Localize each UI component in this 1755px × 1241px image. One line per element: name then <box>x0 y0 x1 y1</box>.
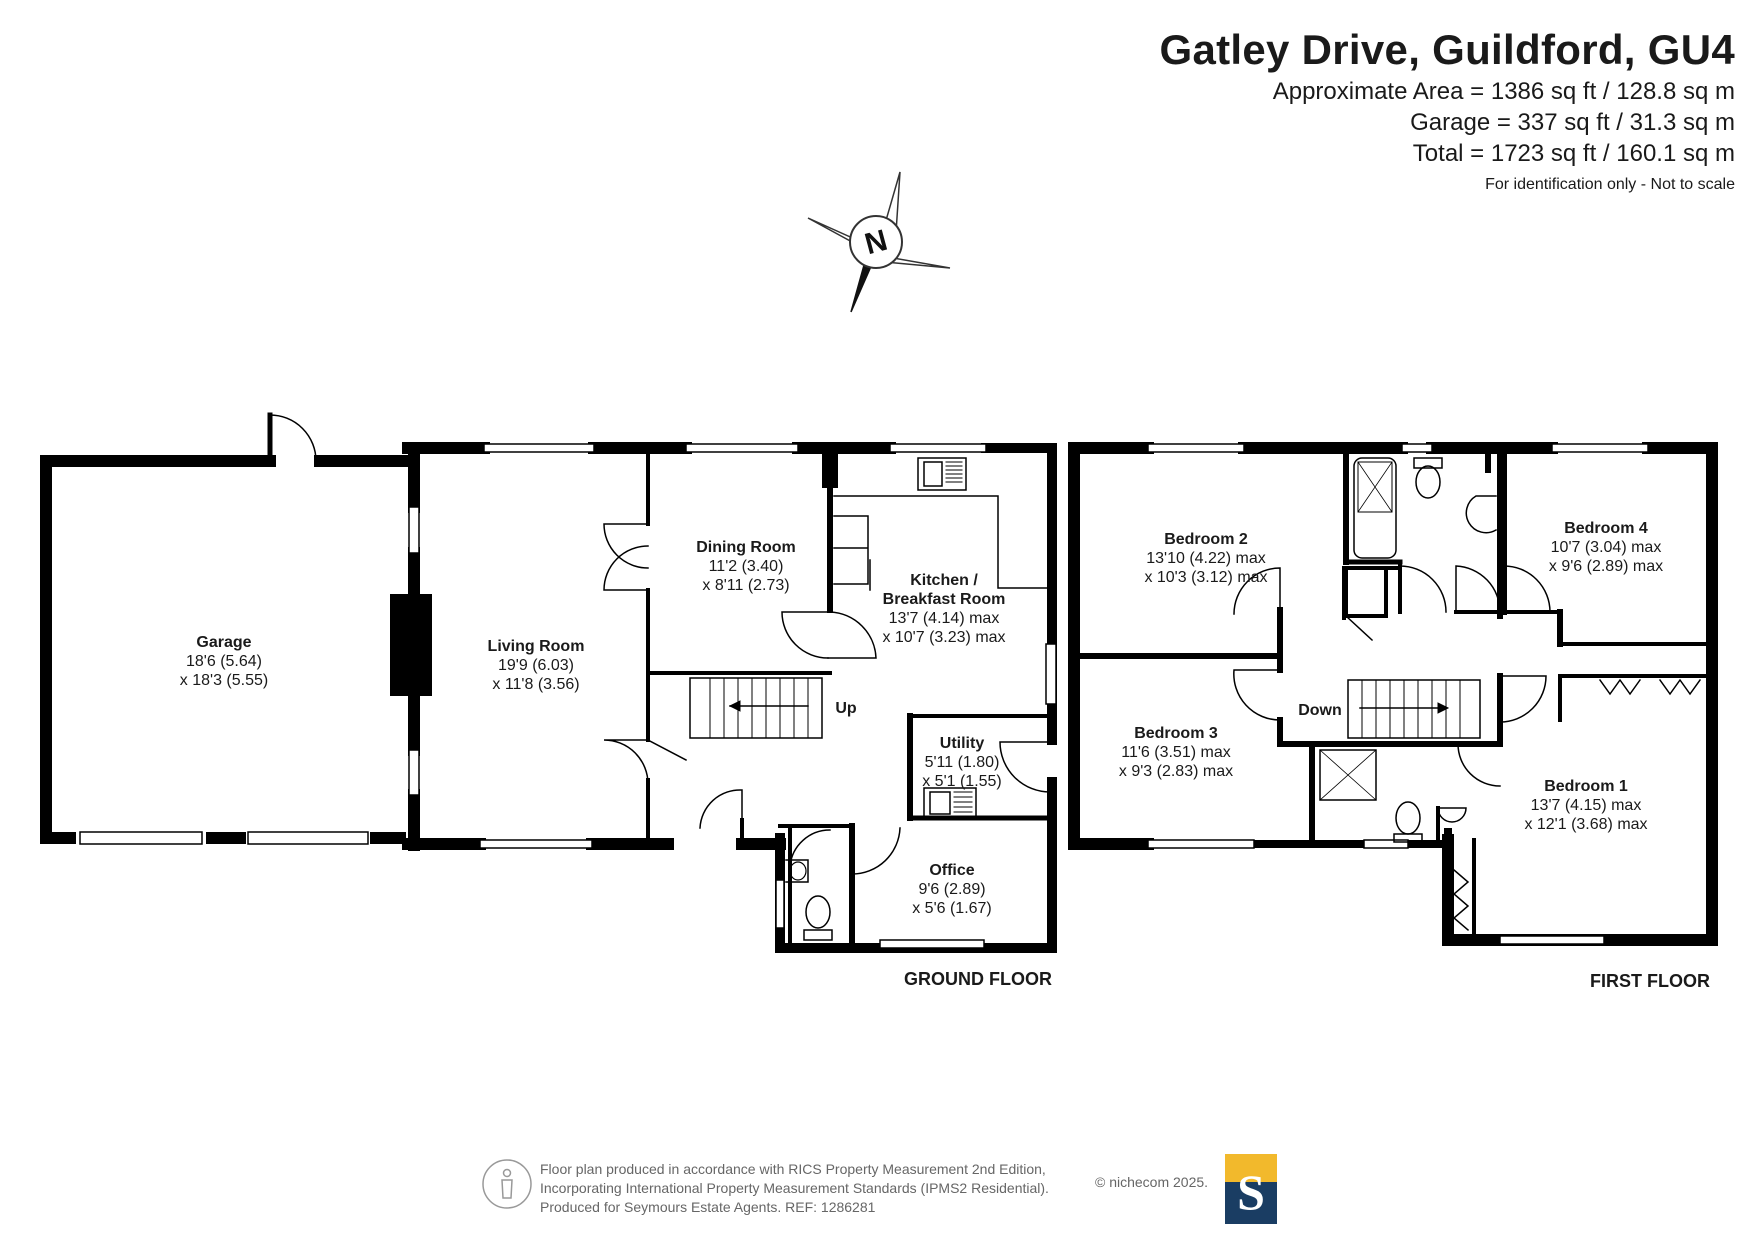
bedroom3-dim1: 11'6 (3.51) max <box>1121 744 1230 761</box>
bedroom4-dim2: x 9'6 (2.89) max <box>1549 558 1663 575</box>
garage-name: Garage <box>196 634 251 651</box>
bedroom3-dim2: x 9'3 (2.83) max <box>1119 763 1233 780</box>
header: Gatley Drive, Guildford, GU4 Approximate… <box>1159 24 1735 199</box>
bedroom1-name: Bedroom 1 <box>1544 778 1628 795</box>
nichecom-brand: © nichecom 2025. <box>1095 1174 1209 1190</box>
ipms-person-icon <box>482 1159 532 1209</box>
footer-notes: Floor plan produced in accordance with R… <box>540 1160 1049 1217</box>
living-room-dim2: x 11'8 (3.56) <box>492 676 579 693</box>
garage-dim1: 18'6 (5.64) <box>186 653 262 670</box>
office-dim2: x 5'6 (1.67) <box>912 900 992 917</box>
kitchen-dim2: x 10'7 (3.23) max <box>882 629 1005 646</box>
living-room-name: Living Room <box>488 638 585 655</box>
compass-icon: N <box>807 171 951 313</box>
dining-room-dim1: 11'2 (3.40) <box>709 558 784 575</box>
bedroom2-dim1: 13'10 (4.22) max <box>1146 550 1266 567</box>
bedroom3-name: Bedroom 3 <box>1134 725 1218 742</box>
footer-line1: Floor plan produced in accordance with R… <box>540 1161 1046 1177</box>
utility-dim1: 5'11 (1.80) <box>925 754 1000 771</box>
bedroom2-dim2: x 10'3 (3.12) max <box>1144 569 1267 586</box>
total-area: Total = 1723 sq ft / 160.1 sq m <box>1412 140 1735 167</box>
stairs-down-label: Down <box>1298 702 1342 719</box>
first-floor-labels: Bedroom 2 13'10 (4.22) max x 10'3 (3.12)… <box>1119 520 1710 991</box>
ground-floor-label: GROUND FLOOR <box>904 969 1052 989</box>
footer-line2: Incorporating International Property Mea… <box>540 1180 1049 1196</box>
disclaimer: For identification only - Not to scale <box>1485 176 1735 193</box>
bedroom1-dim2: x 12'1 (3.68) max <box>1524 816 1647 833</box>
first-floor-walls <box>1068 442 1718 946</box>
logo-letter: S <box>1237 1164 1265 1220</box>
stairs-up-label: Up <box>835 700 857 717</box>
approximate-area: Approximate Area = 1386 sq ft / 128.8 sq… <box>1272 78 1735 105</box>
property-title: Gatley Drive, Guildford, GU4 <box>1159 26 1735 73</box>
office-name: Office <box>929 862 974 879</box>
bedroom2-name: Bedroom 2 <box>1164 531 1248 548</box>
logo-top-band <box>1225 1154 1277 1182</box>
ground-floor-labels: Garage 18'6 (5.64) x 18'3 (5.55) Living … <box>180 539 1052 989</box>
living-room-dim1: 19'9 (6.03) <box>498 657 574 674</box>
seymours-logo: S <box>1225 1154 1277 1224</box>
first-floor-label: FIRST FLOOR <box>1590 971 1710 991</box>
kitchen-name-line1: Kitchen / <box>910 572 978 589</box>
ground-floor-walls <box>40 412 1057 953</box>
garage-area: Garage = 337 sq ft / 31.3 sq m <box>1410 109 1735 136</box>
garage-dim2: x 18'3 (5.55) <box>180 672 268 689</box>
kitchen-dim1: 13'7 (4.14) max <box>889 610 1000 627</box>
bedroom4-dim1: 10'7 (3.04) max <box>1551 539 1662 556</box>
dining-room-name: Dining Room <box>696 539 796 556</box>
utility-name: Utility <box>940 735 985 752</box>
office-dim1: 9'6 (2.89) <box>918 881 985 898</box>
bedroom4-name: Bedroom 4 <box>1564 520 1648 537</box>
kitchen-name-line2: Breakfast Room <box>883 591 1006 608</box>
footer-line3: Produced for Seymours Estate Agents. REF… <box>540 1199 876 1215</box>
dining-room-dim2: x 8'11 (2.73) <box>702 577 789 594</box>
utility-dim2: x 5'1 (1.55) <box>922 773 1002 790</box>
bedroom1-dim1: 13'7 (4.15) max <box>1531 797 1642 814</box>
